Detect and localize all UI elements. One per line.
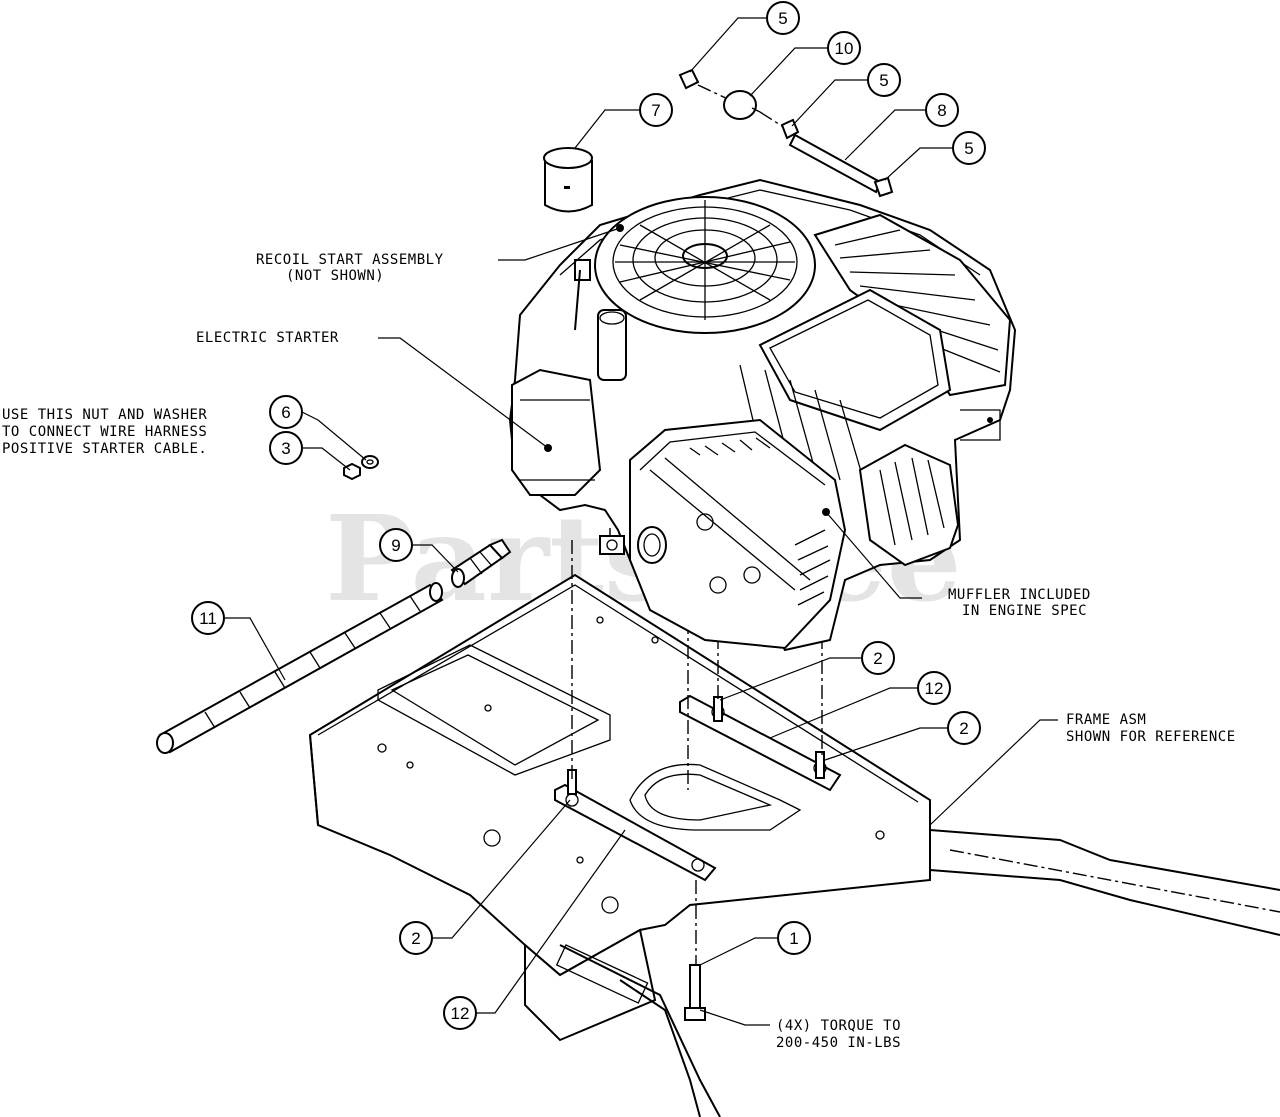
svg-text:2: 2 (411, 929, 420, 948)
svg-text:11: 11 (199, 609, 217, 628)
svg-text:12: 12 (451, 1004, 470, 1023)
callout-8: 8 (925, 93, 959, 127)
svg-text:3: 3 (281, 439, 290, 458)
svg-text:POSITIVE STARTER CABLE.: POSITIVE STARTER CABLE. (2, 441, 207, 457)
callout-2-rear: 2 (861, 641, 895, 675)
svg-text:(NOT SHOWN): (NOT SHOWN) (286, 268, 384, 284)
svg-text:8: 8 (937, 101, 946, 120)
callout-1: 1 (777, 921, 811, 955)
svg-text:MUFFLER INCLUDED: MUFFLER INCLUDED (948, 587, 1091, 603)
note-recoil-start: RECOIL START ASSEMBLY (NOT SHOWN) (256, 252, 444, 284)
svg-text:(4X) TORQUE TO: (4X) TORQUE TO (776, 1018, 901, 1034)
svg-text:TO CONNECT WIRE HARNESS: TO CONNECT WIRE HARNESS (2, 424, 207, 440)
note-frame: FRAME ASM SHOWN FOR REFERENCE (1066, 712, 1236, 745)
svg-text:1: 1 (789, 929, 798, 948)
svg-text:RECOIL START ASSEMBLY: RECOIL START ASSEMBLY (256, 252, 444, 268)
oil-filter (543, 147, 593, 213)
svg-text:7: 7 (651, 101, 660, 120)
svg-text:6: 6 (281, 403, 290, 422)
callout-6: 6 (269, 395, 303, 429)
callout-10: 10 (827, 31, 861, 65)
fuel-hose (156, 582, 444, 754)
svg-text:5: 5 (964, 139, 973, 158)
note-electric-starter: ELECTRIC STARTER (196, 330, 339, 346)
svg-text:200-450 IN-LBS: 200-450 IN-LBS (776, 1035, 901, 1051)
callout-2-front: 2 (399, 921, 433, 955)
mounting-plate-front (554, 769, 717, 882)
callout-2-right: 2 (947, 711, 981, 745)
nut-and-washer (343, 455, 379, 481)
svg-text:USE THIS NUT AND WASHER: USE THIS NUT AND WASHER (2, 407, 207, 423)
callout-12-front: 12 (443, 996, 477, 1030)
svg-text:IN ENGINE SPEC: IN ENGINE SPEC (962, 603, 1087, 619)
callout-11: 11 (191, 601, 225, 635)
svg-text:ELECTRIC STARTER: ELECTRIC STARTER (196, 330, 339, 346)
svg-text:12: 12 (925, 679, 944, 698)
fuel-fitting (450, 538, 512, 588)
svg-text:2: 2 (873, 649, 882, 668)
callout-9: 9 (379, 528, 413, 562)
leader-lines (225, 17, 1058, 1026)
note-nut-washer: USE THIS NUT AND WASHER TO CONNECT WIRE … (2, 407, 207, 457)
frame-assembly (308, 573, 1280, 1117)
svg-text:SHOWN FOR REFERENCE: SHOWN FOR REFERENCE (1066, 729, 1236, 745)
svg-text:9: 9 (391, 536, 400, 555)
svg-text:5: 5 (879, 71, 888, 90)
callout-5-bottom: 5 (952, 131, 986, 165)
engine (508, 178, 1017, 652)
svg-text:10: 10 (835, 39, 854, 58)
svg-text:2: 2 (959, 719, 968, 738)
svg-text:5: 5 (778, 9, 787, 28)
note-muffler: MUFFLER INCLUDED IN ENGINE SPEC (948, 587, 1091, 619)
callout-5-middle: 5 (867, 63, 901, 97)
engine-bolt (684, 964, 706, 1021)
callout-5-top: 5 (766, 1, 800, 35)
callout-12-rear: 12 (917, 671, 951, 705)
callout-3: 3 (269, 431, 303, 465)
callout-7: 7 (639, 93, 673, 127)
svg-text:FRAME ASM: FRAME ASM (1066, 712, 1146, 728)
note-torque: (4X) TORQUE TO 200-450 IN-LBS (776, 1018, 901, 1051)
fuel-filter-assembly (678, 68, 894, 198)
